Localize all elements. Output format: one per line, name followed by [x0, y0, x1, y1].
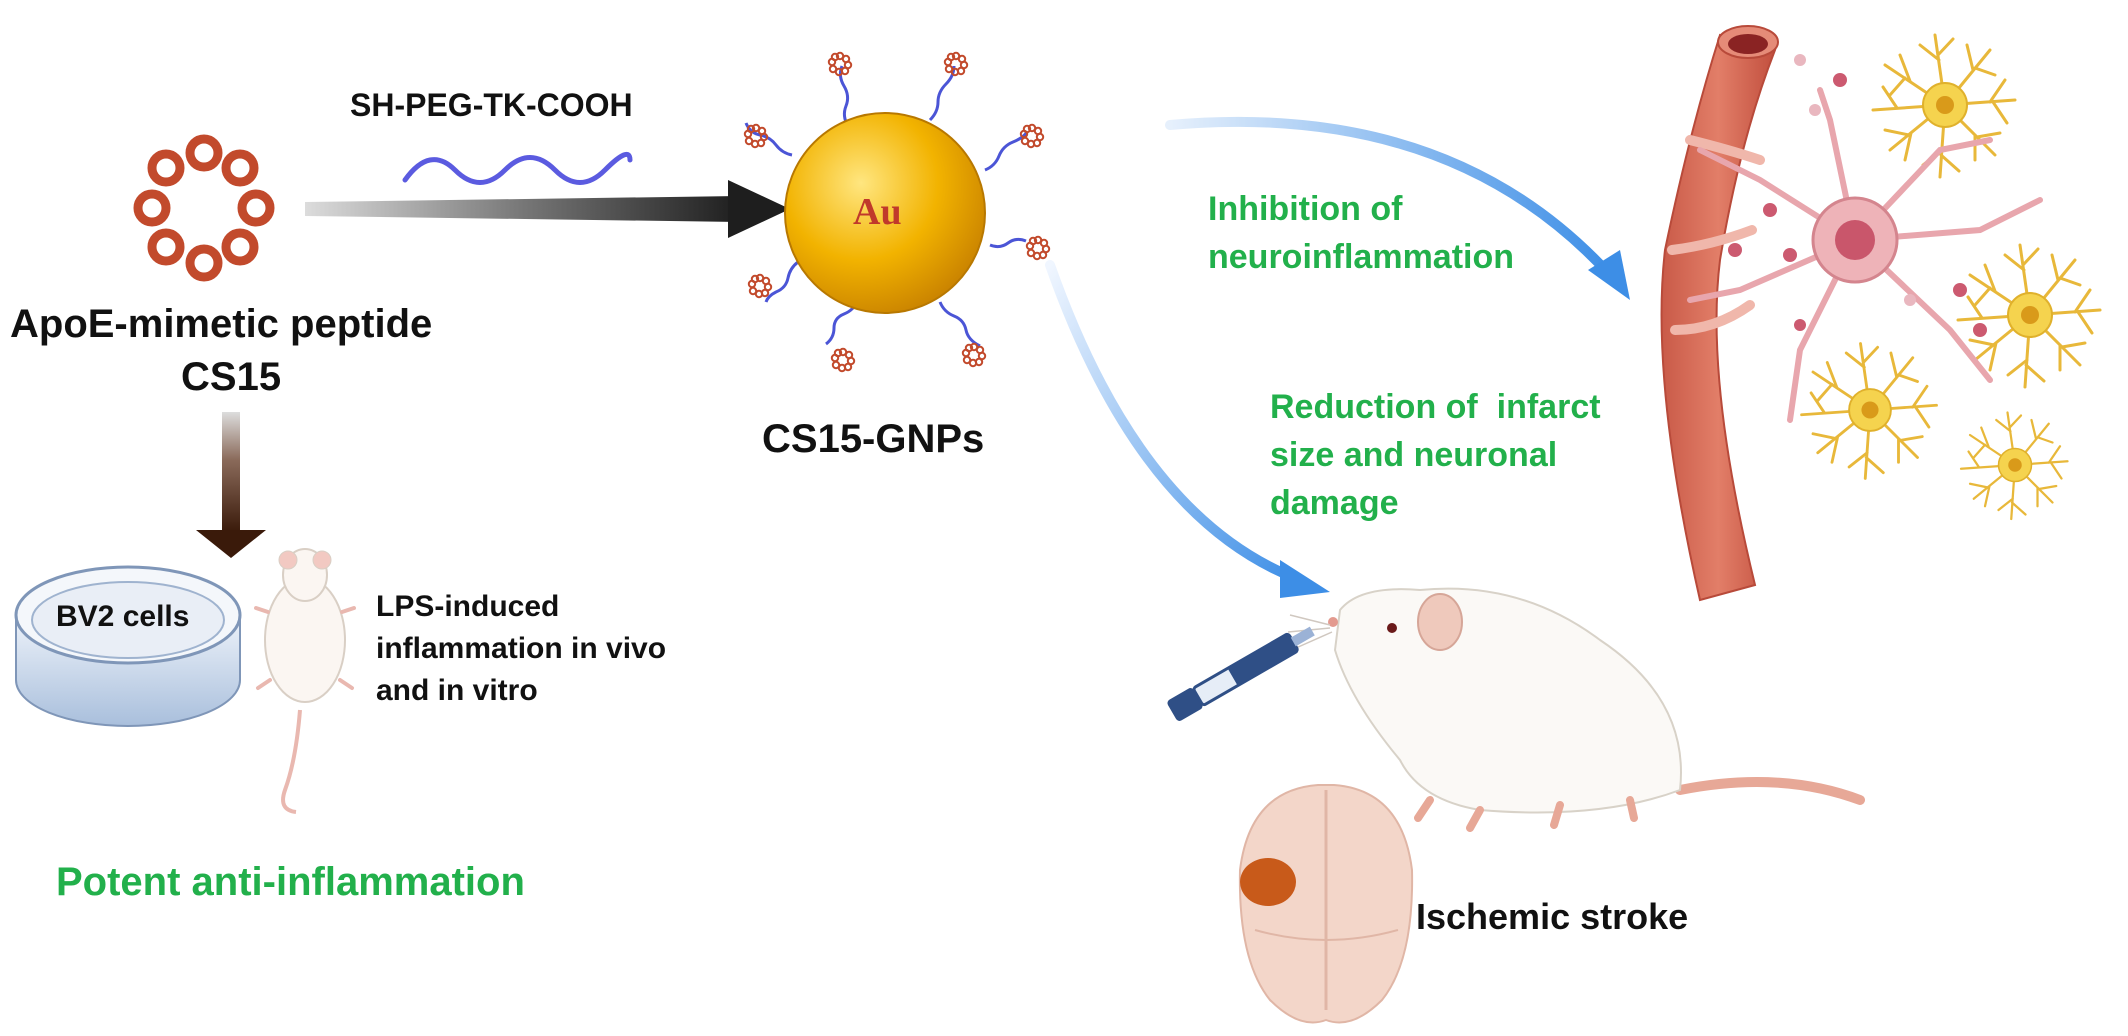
- nasal-syringe-icon: [1167, 626, 1315, 721]
- mouse-icon: [254, 548, 356, 814]
- nanoparticle-label: CS15-GNPs: [762, 417, 985, 461]
- peptide-label-line2: CS15: [181, 355, 282, 399]
- peg-linker-wave-icon: [402, 151, 633, 185]
- rat-icon: [1287, 587, 1865, 832]
- stroke-label: Ischemic stroke: [1416, 896, 1689, 937]
- linker-label: SH-PEG-TK-COOH: [350, 87, 633, 123]
- blue-arrow-to-brain: [1165, 116, 1630, 300]
- down-arrow: [196, 412, 266, 558]
- lps-label-line2: inflammation in vivo: [376, 632, 667, 665]
- reduction-label-line2: size and neuronal: [1270, 436, 1558, 474]
- gold-nanoparticle-icon: [743, 51, 1051, 373]
- blood-vessel-icon: [1660, 25, 1779, 602]
- reduction-label-line3: damage: [1270, 484, 1399, 522]
- inhibition-label-line2: neuroinflammation: [1208, 238, 1515, 276]
- lps-label-line1: LPS-induced: [376, 590, 560, 623]
- blue-arrow-to-rat: [1045, 260, 1330, 598]
- potent-label: Potent anti-inflammation: [56, 860, 525, 904]
- au-core-label: Au: [853, 191, 902, 233]
- petri-dish-icon: [14, 565, 242, 727]
- dish-label: BV2 cells: [56, 600, 190, 633]
- inhibition-label-line1: Inhibition of: [1208, 190, 1403, 228]
- neuron-icon: [1687, 54, 2043, 423]
- conjugation-arrow: [305, 180, 790, 238]
- cyclic-peptide-icon: [133, 134, 275, 282]
- peptide-label-line1: ApoE-mimetic peptide: [10, 302, 433, 346]
- lps-label-line3: and in vitro: [376, 674, 538, 707]
- reduction-label-line1: Reduction of infarct: [1270, 388, 1601, 426]
- brain-icon: [1238, 784, 1414, 1024]
